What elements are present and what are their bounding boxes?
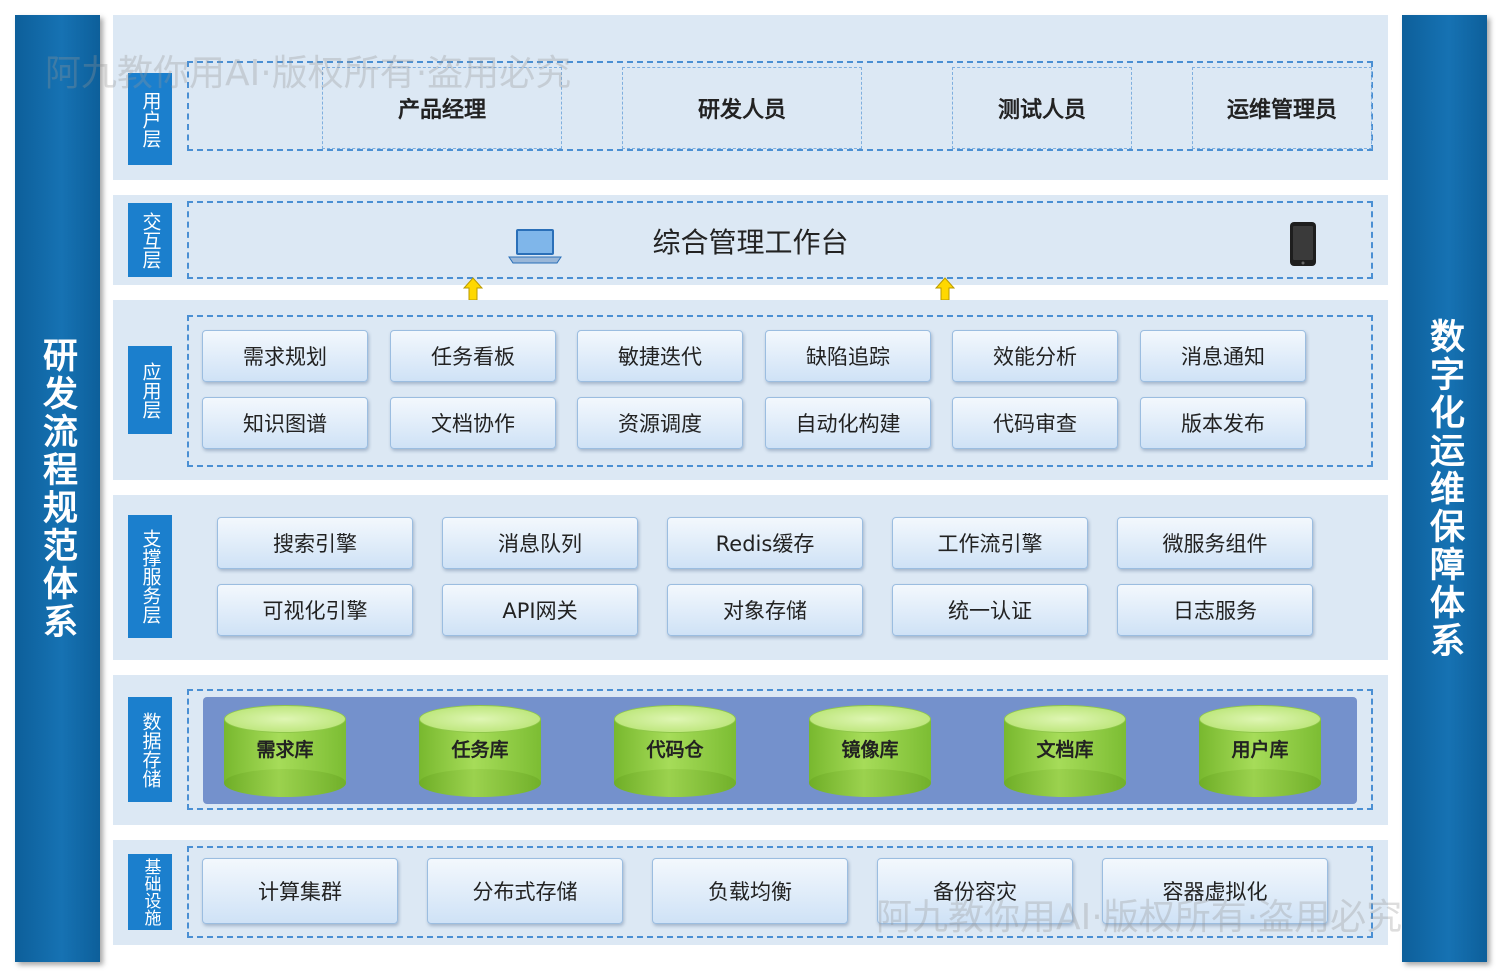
role-developer: 研发人员 [622,67,862,149]
module-efficiency-analysis[interactable]: 效能分析 [952,330,1118,382]
user-roles-container [187,61,1373,151]
laptop-icon [507,227,563,269]
service-redis-cache[interactable]: Redis缓存 [667,517,863,569]
service-visualization-engine[interactable]: 可视化引擎 [217,584,413,636]
module-defect-tracking[interactable]: 缺陷追踪 [765,330,931,382]
database-documents: 文档库 [1004,705,1126,797]
support-layer: 支撑服务层 搜索引擎 消息队列 Redis缓存 工作流引擎 微服务组件 可视化引… [113,495,1388,660]
module-resource-scheduling[interactable]: 资源调度 [577,397,743,449]
infra-container-virtualization[interactable]: 容器虚拟化 [1102,858,1328,924]
data-container [187,689,1373,810]
infra-distributed-storage[interactable]: 分布式存储 [427,858,623,924]
left-side-bar: 研发流程规范体系 [15,15,100,962]
interaction-layer: 交互层 综合管理工作台 [113,195,1388,285]
database-panel: 需求库 任务库 代码仓 镜像库 文档库 用户库 [203,697,1357,804]
infrastructure-layer: 基础设施 计算集群 分布式存储 负载均衡 备份容灾 容器虚拟化 [113,840,1388,945]
module-message-notification[interactable]: 消息通知 [1140,330,1306,382]
database-code-repo: 代码仓 [614,705,736,797]
module-doc-collaboration[interactable]: 文档协作 [390,397,556,449]
user-layer: 用户层 产品经理 研发人员 测试人员 运维管理员 [113,15,1388,180]
infra-compute-cluster[interactable]: 计算集群 [202,858,398,924]
infra-backup-dr[interactable]: 备份容灾 [877,858,1073,924]
role-ops-admin: 运维管理员 [1192,67,1372,149]
service-microservice-components[interactable]: 微服务组件 [1117,517,1313,569]
database-requirements: 需求库 [224,705,346,797]
application-layer-label: 应用层 [128,346,172,434]
service-search-engine[interactable]: 搜索引擎 [217,517,413,569]
service-unified-auth[interactable]: 统一认证 [892,584,1088,636]
mobile-phone-icon [1289,221,1317,271]
module-requirement-planning[interactable]: 需求规划 [202,330,368,382]
left-side-title: 研发流程规范体系 [37,336,77,641]
infra-load-balancing[interactable]: 负载均衡 [652,858,848,924]
application-modules-container [187,315,1373,467]
infrastructure-container [187,846,1373,938]
module-agile-iteration[interactable]: 敏捷迭代 [577,330,743,382]
module-task-board[interactable]: 任务看板 [390,330,556,382]
service-api-gateway[interactable]: API网关 [442,584,638,636]
interaction-layer-label: 交互层 [128,203,172,277]
workbench-container [187,201,1373,279]
data-layer-label: 数据存储 [128,697,172,802]
user-layer-label: 用户层 [128,73,172,165]
database-images: 镜像库 [809,705,931,797]
right-side-title: 数字化运维保障体系 [1424,317,1464,660]
service-log[interactable]: 日志服务 [1117,584,1313,636]
infrastructure-layer-label: 基础设施 [128,854,172,930]
right-side-bar: 数字化运维保障体系 [1402,15,1487,962]
module-knowledge-graph[interactable]: 知识图谱 [202,397,368,449]
application-layer: 应用层 需求规划 任务看板 敏捷迭代 缺陷追踪 效能分析 消息通知 知识图谱 文… [113,300,1388,480]
service-object-storage[interactable]: 对象存储 [667,584,863,636]
data-layer: 数据存储 需求库 任务库 代码仓 镜像库 文档库 用户库 [113,675,1388,825]
database-users: 用户库 [1199,705,1321,797]
service-message-queue[interactable]: 消息队列 [442,517,638,569]
module-release[interactable]: 版本发布 [1140,397,1306,449]
module-automated-build[interactable]: 自动化构建 [765,397,931,449]
service-workflow-engine[interactable]: 工作流引擎 [892,517,1088,569]
role-product-manager: 产品经理 [322,67,562,149]
workbench-title: 综合管理工作台 [652,226,849,259]
role-tester: 测试人员 [952,67,1132,149]
support-layer-label: 支撑服务层 [128,515,172,638]
database-tasks: 任务库 [419,705,541,797]
module-code-review[interactable]: 代码审查 [952,397,1118,449]
